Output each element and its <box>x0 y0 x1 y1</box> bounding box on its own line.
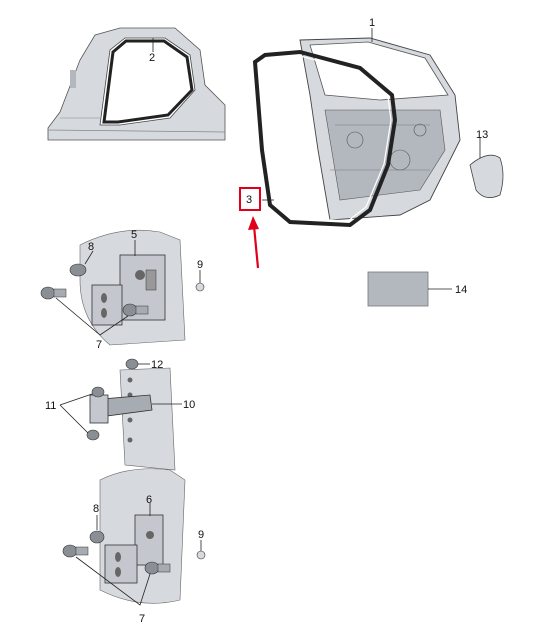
bolt-11-bottom <box>86 429 100 441</box>
bolt-12 <box>125 358 139 370</box>
callout-1: 1 <box>369 17 375 29</box>
nut-8-lower <box>89 530 105 544</box>
callout-11: 11 <box>45 400 56 412</box>
callout-8-upper: 8 <box>88 241 94 253</box>
insulation-pad-14 <box>367 271 429 307</box>
callout-13: 13 <box>476 129 488 141</box>
red-pointer-arrow <box>248 216 260 269</box>
callout-3: 3 <box>246 194 252 206</box>
bolt-7-upper-left <box>40 286 56 300</box>
body-side-frame <box>47 27 226 141</box>
bolt-7-lower-right <box>144 561 160 575</box>
leader-8-upper <box>84 250 94 265</box>
callout-9-lower: 9 <box>198 529 204 541</box>
leader-7-lower <box>75 556 151 606</box>
door-check-strap-assembly <box>86 358 176 471</box>
callout-3-highlight-box <box>239 187 261 211</box>
callout-6: 6 <box>146 494 152 506</box>
door-seal <box>252 49 398 228</box>
nut-8-upper <box>69 263 87 277</box>
door-opening-seal <box>102 39 194 124</box>
callout-5: 5 <box>131 229 137 241</box>
rear-door <box>299 37 461 221</box>
callout-12: 12 <box>151 359 163 371</box>
lower-hinge-assembly <box>62 468 206 604</box>
bolt-11-top <box>91 386 105 398</box>
callout-7-lower: 7 <box>139 613 145 625</box>
plug-9-upper <box>195 282 205 292</box>
callout-7-upper: 7 <box>96 339 102 351</box>
leader-7-upper <box>55 297 129 336</box>
leader-11 <box>59 393 93 434</box>
callout-8-lower: 8 <box>93 503 99 515</box>
callout-14: 14 <box>455 284 467 296</box>
callout-10: 10 <box>183 399 195 411</box>
plug-9-lower <box>196 550 206 560</box>
callout-9-upper: 9 <box>197 259 203 271</box>
upper-hinge-assembly <box>40 229 205 346</box>
callout-2: 2 <box>149 52 155 64</box>
door-cover-13 <box>469 154 504 198</box>
bolt-7-upper-right <box>122 303 138 317</box>
bolt-7-lower-left <box>62 544 78 558</box>
